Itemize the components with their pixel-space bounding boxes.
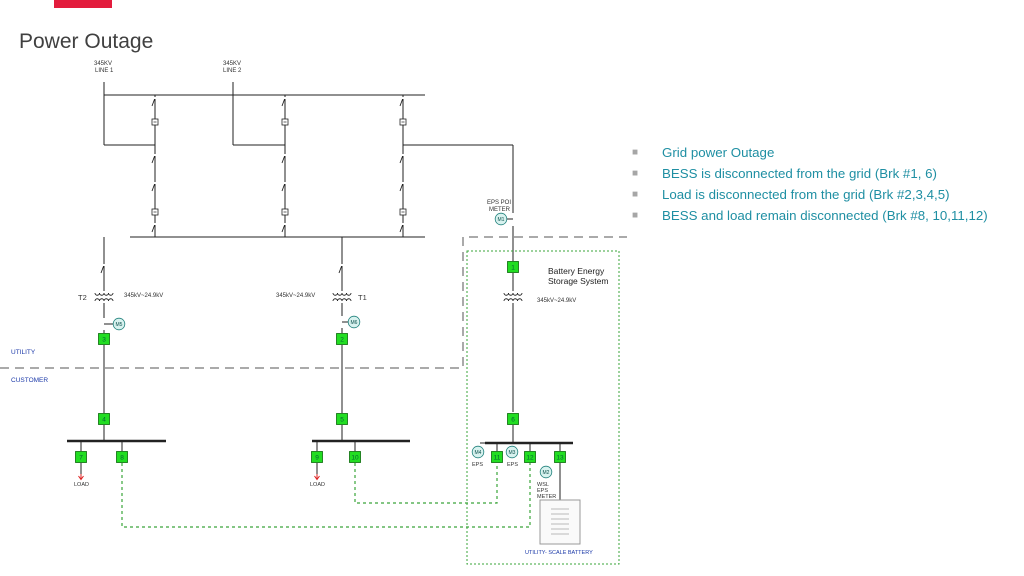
- breaker-number: 9: [315, 454, 319, 461]
- breaker-7: 7: [75, 451, 87, 463]
- breaker-11: 11: [491, 451, 503, 463]
- breaker-number: 13: [556, 454, 564, 461]
- utility-scale-battery: [539, 499, 581, 545]
- bess-enclosure: [466, 250, 620, 565]
- bullet-item: ■ Grid power Outage: [630, 142, 988, 163]
- m3-eps-label: EPS: [507, 462, 518, 468]
- bullet-text: Load is disconnected from the grid (Brk …: [662, 187, 950, 202]
- breaker-number: 3: [102, 336, 106, 343]
- brand-accent-bar: [54, 0, 112, 8]
- t2-rating-label: 345kV~24.9kV: [124, 293, 163, 299]
- breaker-13: 13: [554, 451, 566, 463]
- t1-name-label: T1: [358, 293, 367, 302]
- meter-label: M1: [498, 217, 505, 223]
- bullet-dot-icon: ■: [632, 168, 639, 179]
- line2-name-label: LINE 2: [223, 68, 242, 74]
- breaker-6: 6: [507, 413, 519, 425]
- bullet-dot-icon: ■: [632, 189, 639, 200]
- breaker-number: 4: [102, 416, 106, 423]
- bullet-item: ■ BESS is disconnected from the grid (Brk…: [630, 163, 988, 184]
- bullet-item: ■ BESS and load remain disconnected (Brk …: [630, 205, 988, 226]
- status-bullet-list: ■ Grid power Outage ■ BESS is disconnected…: [630, 142, 988, 226]
- bess-title-2: Storage System: [548, 276, 608, 286]
- breaker-8: 8: [116, 451, 128, 463]
- breaker-number: 5: [340, 416, 344, 423]
- breaker-number: 11: [494, 454, 501, 461]
- tie-breaker-bay: [399, 97, 407, 233]
- meter-m4: M4: [471, 445, 485, 459]
- breaker-5: 5: [336, 413, 348, 425]
- line1-name-label: LINE 1: [95, 68, 114, 74]
- bullet-dot-icon: ■: [632, 147, 639, 158]
- breaker-2: 2: [336, 333, 348, 345]
- breaker-12: 12: [524, 451, 536, 463]
- meter-m3: M3: [505, 445, 519, 459]
- t1-rating-label: 345kV~24.9kV: [276, 293, 315, 299]
- bullet-text: Grid power Outage: [662, 145, 775, 160]
- feeder-disconnect: [338, 264, 344, 274]
- meter-label: M6: [351, 320, 358, 326]
- breaker-number: 2: [340, 336, 344, 343]
- customer-label: CUSTOMER: [11, 377, 48, 384]
- breaker-number: 8: [120, 454, 124, 461]
- bullet-text: BESS and load remain disconnected (Brk #…: [662, 208, 988, 223]
- meter-m5: M5: [112, 317, 126, 331]
- utility-label: UTILITY: [11, 349, 36, 356]
- utility-customer-boundary: [0, 236, 627, 369]
- breaker-number: 12: [526, 454, 534, 461]
- bullet-dot-icon: ■: [632, 210, 639, 221]
- breaker-number: 10: [351, 454, 359, 461]
- breaker-1: 1: [507, 261, 519, 273]
- battery-label: UTILITY- SCALE BATTERY: [525, 550, 593, 556]
- meter-label: M5: [116, 322, 123, 328]
- transformer-symbol-t1: [332, 285, 352, 309]
- m4-eps-label: EPS: [472, 462, 483, 468]
- meter-label: M3: [509, 450, 516, 456]
- tie-connections: [121, 463, 531, 528]
- bullet-item: ■ Load is disconnected from the grid (Brk…: [630, 184, 988, 205]
- breaker-4: 4: [98, 413, 110, 425]
- wsl-label: WSL: [537, 482, 549, 488]
- breaker-3: 3: [98, 333, 110, 345]
- bess-title-1: Battery Energy: [548, 266, 605, 276]
- load-label-2: LOAD: [310, 482, 325, 488]
- breaker-9: 9: [311, 451, 323, 463]
- bess-xfmr-rating-label: 345kV~24.9kV: [537, 298, 576, 304]
- breaker-number: 1: [511, 264, 515, 271]
- load-label-1: LOAD: [74, 482, 89, 488]
- slide-title: Power Outage: [19, 30, 154, 53]
- t2-name-label: T2: [78, 293, 87, 302]
- meter-label: M4: [475, 450, 482, 456]
- tie-breaker-bay: [281, 97, 289, 233]
- feeder-disconnect: [100, 264, 106, 274]
- diagram-wiring: [67, 82, 573, 500]
- eps-poi-meter-label: METER: [489, 207, 511, 213]
- wsl-meter-label: METER: [537, 494, 556, 500]
- line1-voltage-label: 345KV: [94, 61, 112, 67]
- eps-poi-label: EPS POI: [487, 200, 511, 206]
- breaker-10: 10: [349, 451, 361, 463]
- wsl-eps-label: EPS: [537, 488, 548, 494]
- breaker-number: 7: [79, 454, 83, 461]
- meter-m1: M1: [494, 212, 508, 226]
- transformer-symbol-t2: [94, 285, 114, 309]
- breaker-number: 6: [511, 416, 515, 423]
- meter-label: M2: [543, 470, 550, 476]
- transformer-symbol-tb: [503, 285, 523, 309]
- meter-m2: M2: [539, 465, 553, 479]
- line2-voltage-label: 345KV: [223, 61, 241, 67]
- meter-m6: M6: [347, 315, 361, 329]
- bullet-text: BESS is disconnected from the grid (Brk …: [662, 166, 937, 181]
- tie-breaker-bay: [151, 97, 159, 233]
- diagram-labels: 345KV LINE 1 345KV LINE 2 T2 345kV~24.9k…: [11, 61, 608, 556]
